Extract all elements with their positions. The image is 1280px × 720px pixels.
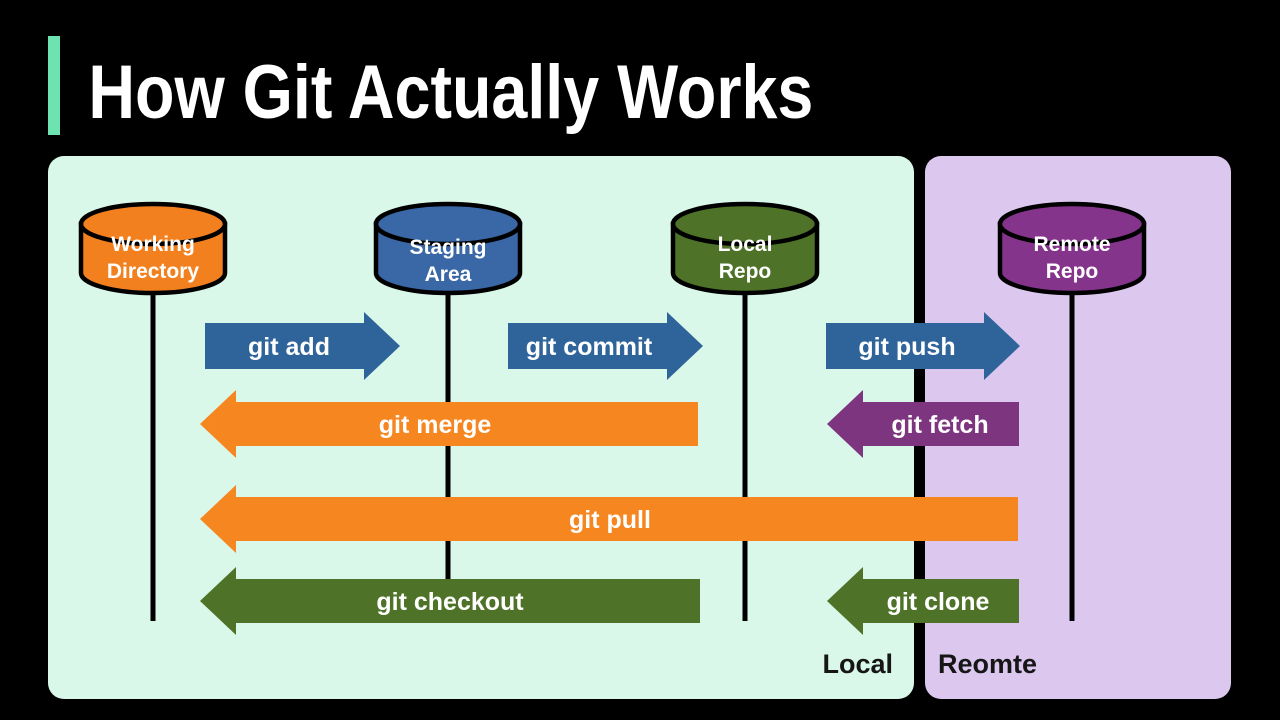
right-arrow-icon bbox=[826, 312, 1020, 380]
page-title: How Git Actually Works bbox=[88, 49, 813, 134]
node-working-directory: Working Directory bbox=[78, 201, 228, 296]
left-arrow-icon bbox=[827, 567, 1019, 635]
node-label-line1: Working bbox=[111, 233, 195, 256]
arrow-label: git fetch bbox=[891, 411, 988, 439]
node-local-repo: Local Repo bbox=[670, 201, 820, 296]
arrow-label: git checkout bbox=[376, 588, 524, 616]
remote-zone-label: Reomte bbox=[938, 649, 1037, 679]
arrow-label: git push bbox=[858, 333, 955, 361]
arrow-label: git merge bbox=[379, 411, 492, 439]
arrow-git-checkout: git checkout bbox=[200, 567, 700, 635]
arrow-label: git pull bbox=[569, 506, 651, 534]
arrow-git-fetch: git fetch bbox=[827, 390, 1019, 458]
left-arrow-icon bbox=[827, 390, 1019, 458]
local-zone-label: Local bbox=[822, 649, 893, 679]
arrow-git-merge: git merge bbox=[200, 390, 698, 458]
node-remote-repo: Remote Repo bbox=[997, 201, 1147, 296]
arrow-git-push: git push bbox=[826, 312, 1020, 380]
remote-panel bbox=[925, 156, 1231, 699]
node-label-line2: Area bbox=[425, 263, 472, 286]
node-label-line2: Directory bbox=[107, 260, 200, 283]
cylinder-top bbox=[78, 201, 228, 247]
arrow-git-add: git add bbox=[205, 312, 400, 380]
arrow-git-clone: git clone bbox=[827, 567, 1019, 635]
arrow-label: git commit bbox=[526, 333, 653, 361]
arrow-label: git clone bbox=[887, 588, 990, 616]
cylinder-top bbox=[997, 201, 1147, 247]
cylinder-top bbox=[373, 201, 523, 247]
node-label-line2: Repo bbox=[719, 260, 772, 283]
node-staging-area: Staging Area bbox=[373, 201, 523, 296]
node-label-line1: Staging bbox=[410, 236, 487, 259]
right-arrow-icon bbox=[508, 312, 703, 380]
arrow-label: git add bbox=[248, 333, 330, 361]
title-accent-bar bbox=[48, 36, 60, 135]
node-label-line1: Remote bbox=[1033, 233, 1110, 256]
node-label-line1: Local bbox=[718, 233, 773, 256]
arrow-git-pull: git pull bbox=[200, 485, 1018, 553]
left-arrow-icon bbox=[200, 567, 700, 635]
cylinder-top bbox=[670, 201, 820, 247]
left-arrow-icon bbox=[200, 485, 1018, 553]
node-label-line2: Repo bbox=[1046, 260, 1099, 283]
right-arrow-icon bbox=[205, 312, 400, 380]
arrow-git-commit: git commit bbox=[508, 312, 703, 380]
left-arrow-icon bbox=[200, 390, 698, 458]
